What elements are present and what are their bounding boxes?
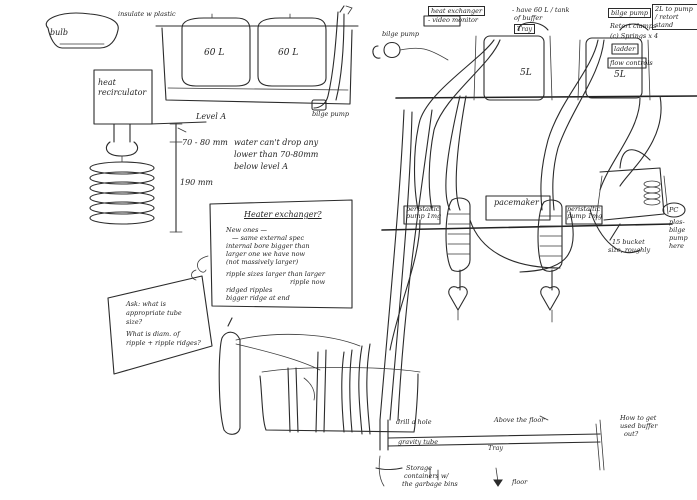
- storage-line-1: Storage: [406, 464, 432, 472]
- ask-line-1: Ask: what is: [126, 300, 166, 308]
- insulate-plastic-label: insulate w plastic: [118, 10, 176, 18]
- floor-drain: [375, 419, 605, 487]
- floor-label: floor: [512, 478, 528, 486]
- of-buffer-label: of buffer: [514, 14, 543, 22]
- retort-clamps-label: Retort clamps: [610, 22, 657, 30]
- small-coil: [643, 180, 661, 206]
- bilge-pump-top: [311, 99, 327, 111]
- ask-note-box: [107, 275, 213, 375]
- pacemaker-box: [485, 195, 551, 221]
- he-line-8: ridged ripples: [226, 286, 273, 294]
- bench-shelf: [395, 95, 697, 99]
- heat-exchanger-top-label: heat exchanger: [428, 6, 486, 16]
- tray-bottom-label: Tray: [488, 444, 503, 452]
- he-line-2: — same external spec: [232, 234, 305, 242]
- tank-60l-right: [257, 17, 327, 87]
- heating-coil: [89, 155, 155, 225]
- drip-left: [448, 286, 468, 311]
- shelf-line: [381, 223, 673, 231]
- peristaltic-pump-right-box: [565, 205, 603, 225]
- level-a-label: Level A: [196, 112, 227, 121]
- ladder-label: ladder: [614, 45, 636, 53]
- tank-5l-left: [483, 35, 545, 101]
- hanging-columns: [445, 197, 563, 323]
- drill-hole-label: drill a hole: [396, 418, 432, 426]
- bilge-pump-top-label: bilge pump: [312, 110, 350, 118]
- storage-line-3: the garbage bins: [402, 480, 458, 488]
- pc-note-1: PC: [669, 206, 679, 214]
- heater-exchanger-note-box: [191, 199, 353, 309]
- tank-5l-right-label: 5L: [614, 70, 626, 80]
- pc-note-3: bilge: [669, 226, 686, 234]
- how-to-get-label: How to get: [620, 414, 657, 422]
- flow-controls-box: [607, 57, 647, 69]
- height-190-label: 190 mm: [180, 178, 213, 187]
- he-line-6: ripple sizes larger than larger: [226, 270, 325, 278]
- he-line-4: larger one we have now: [226, 250, 306, 258]
- pc-note-4: pump: [669, 234, 688, 242]
- peristaltic-pump-right-label: peristaltic pump 1mg: [567, 205, 603, 220]
- tank-right-label: 60 L: [278, 48, 299, 58]
- gravity-tube-label: gravity tube: [398, 438, 439, 446]
- pc-note-2: plas-: [669, 218, 685, 226]
- have-60l-label: - have 60 L / tank: [512, 6, 570, 14]
- he-line-1: New ones —: [226, 226, 268, 234]
- he-line-3: internal bore bigger than: [226, 242, 310, 250]
- he-line-9: bigger ridge at end: [226, 294, 290, 302]
- retort-springs-label: (c) Springs x 4: [610, 32, 659, 40]
- tank-5l-left-label: 5L: [520, 68, 532, 78]
- ask-line-2: appropriate tube: [126, 309, 182, 317]
- bilge-pump-small: [372, 45, 381, 59]
- arrows: [345, 5, 549, 421]
- cylinder-left: [218, 331, 241, 435]
- water-cant-drop-label-2: lower than 70-80mm: [234, 150, 319, 159]
- pc-note-5: here: [669, 242, 684, 250]
- column-left: [445, 197, 471, 272]
- tray-top-label: Tray: [514, 24, 535, 34]
- drain-line: [387, 433, 601, 439]
- he-line-7: ripple now: [290, 278, 326, 286]
- out-label: out?: [624, 430, 639, 438]
- peristaltic-pump-left-box: [403, 205, 441, 225]
- bucket-note-2: size, roughly: [608, 246, 651, 254]
- ask-line-3: size?: [126, 318, 143, 326]
- he-line-5: (not massively larger): [226, 258, 299, 266]
- bilge-pump-top-right: [423, 15, 461, 27]
- ask-line-4: What is diam. of: [126, 330, 180, 338]
- bottom-container: [218, 317, 421, 435]
- peristaltic-pump-left-label: peristaltic pump 1mg: [406, 205, 442, 220]
- tank-left-label: 60 L: [204, 48, 225, 58]
- tubing: [379, 21, 662, 421]
- water-cant-drop-label: water can't drop any: [234, 138, 319, 147]
- tank-60l-left: [181, 17, 251, 87]
- bulb-sketch: [45, 12, 119, 49]
- video-monitor-label: - video monitor: [428, 16, 478, 24]
- column-right: [537, 199, 563, 272]
- pump-shelf: [381, 149, 686, 241]
- bulb-label: bulb: [50, 28, 68, 37]
- heater-exchanger-title: Heater exchanger?: [244, 210, 322, 219]
- heat-recirculator-label: heat recirculator: [98, 78, 147, 97]
- bucket-note-1: 15 bucket: [612, 238, 645, 246]
- heat-recirculator: [89, 69, 207, 233]
- ask-line-5: ripple + ripple ridges?: [126, 339, 201, 347]
- recirculator-box: [93, 69, 153, 125]
- used-buffer-label: used buffer: [620, 422, 658, 430]
- retort-stand-label: 2L to pump / retort stand: [652, 4, 697, 30]
- pacemaker-label: pacemaker: [494, 198, 539, 207]
- pc-bilge-pump: [662, 202, 686, 218]
- water-cant-drop-label-3: below level A: [234, 162, 289, 171]
- drip-right: [540, 286, 560, 311]
- bilge-pump-right-label: bilge pump: [608, 8, 652, 18]
- water-bath: [155, 5, 359, 111]
- above-floor-label: Above the floor: [494, 416, 545, 424]
- bilge-pump-left-label: bilge pump: [382, 30, 420, 38]
- ladder-box: [611, 43, 639, 55]
- storage-line-2: containers w/: [404, 472, 449, 480]
- flow-controls-label: flow controls: [610, 59, 653, 67]
- depth-range-label: 70 - 80 mm: [182, 138, 228, 147]
